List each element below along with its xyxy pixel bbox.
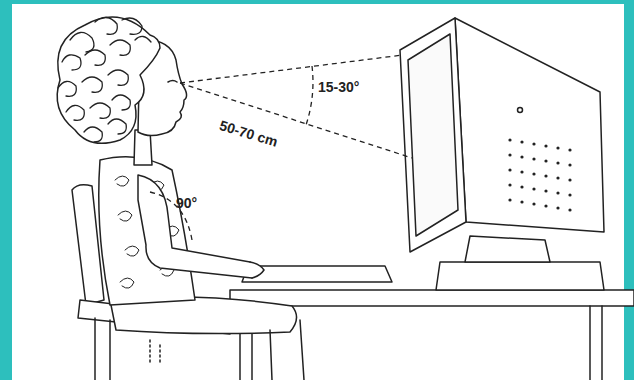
desk: [230, 290, 634, 380]
viewing-angle-arc: [306, 66, 313, 125]
child-legs: [110, 297, 304, 380]
angle-dimension: 15-30°: [318, 80, 359, 94]
upper-sight-line: [180, 55, 403, 83]
hand: [250, 262, 264, 278]
curly-hair: [57, 17, 160, 143]
eye: [168, 81, 177, 83]
keyboard: [242, 266, 392, 282]
vent-dots: [508, 138, 571, 211]
paper-background: [12, 4, 624, 380]
child-arm: [138, 175, 257, 278]
computer: [400, 18, 604, 290]
angle-dimension: 90°: [176, 196, 197, 210]
lower-sight-line: [180, 83, 412, 158]
